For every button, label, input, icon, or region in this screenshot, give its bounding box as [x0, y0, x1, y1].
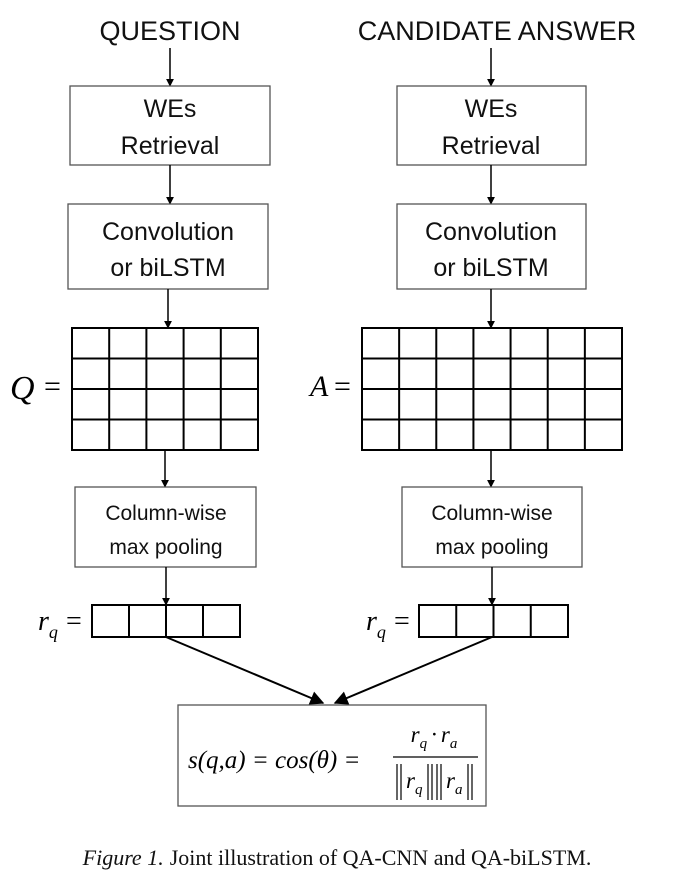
arrow-q-vector-to-score	[165, 636, 325, 705]
a-matrix-label: A	[308, 370, 329, 403]
arrow-a-vector-to-score	[333, 636, 493, 705]
q-pooling-line2: max pooling	[109, 536, 222, 559]
a-vector-label: rq	[366, 606, 386, 642]
a-matrix-equals: =	[334, 370, 351, 403]
formula-lhs: s(q,a) = cos(θ) =	[188, 747, 360, 774]
denominator-norm-q: rq	[406, 768, 423, 798]
q-matrix-grid	[71, 327, 259, 451]
q-vector-equals: =	[66, 606, 82, 637]
candidate-answer-header: CANDIDATE ANSWER	[358, 16, 637, 46]
similarity-formula-box: s(q,a) = cos(θ) = rq·ra rq ra	[177, 704, 487, 807]
q-encoder-line2: or biLSTM	[110, 254, 225, 282]
q-matrix-equals: =	[44, 370, 61, 403]
q-pooling-line1: Column-wise	[105, 502, 226, 525]
a-vector-cells	[418, 604, 569, 638]
q-retrieval-box: WEs Retrieval	[69, 85, 271, 166]
q-vector-cells	[91, 604, 241, 638]
q-matrix-label: Q	[10, 370, 35, 407]
figure-caption: Figure 1.Joint illustration of QA-CNN an…	[82, 845, 592, 870]
question-header: QUESTION	[99, 16, 240, 46]
a-retrieval-box: WEs Retrieval	[396, 85, 587, 166]
a-encoder-line1: Convolution	[425, 218, 557, 246]
a-pooling-box: Column-wise max pooling	[401, 486, 583, 568]
q-vector-label: rq	[38, 606, 58, 642]
question-branch: WEs Retrieval Convolution or biLSTM Q = …	[10, 48, 271, 642]
a-vector-equals: =	[394, 606, 410, 637]
formula-numerator: rq·ra	[411, 722, 458, 752]
q-pooling-box: Column-wise max pooling	[74, 486, 257, 568]
a-pooling-line2: max pooling	[435, 536, 548, 559]
a-encoder-line2: or biLSTM	[433, 254, 548, 282]
a-matrix-grid	[361, 327, 623, 451]
answer-branch: WEs Retrieval Convolution or biLSTM A = …	[308, 48, 623, 642]
caption-text: Joint illustration of QA-CNN and QA-biLS…	[170, 845, 592, 870]
q-encoder-box: Convolution or biLSTM	[67, 203, 269, 290]
formula-denominator: rq ra	[396, 764, 473, 800]
q-retrieval-line1: WEs	[144, 95, 197, 123]
a-pooling-line1: Column-wise	[431, 502, 552, 525]
denominator-norm-a: ra	[446, 768, 462, 798]
a-encoder-box: Convolution or biLSTM	[396, 203, 587, 290]
a-retrieval-line1: WEs	[465, 95, 518, 123]
a-retrieval-line2: Retrieval	[442, 132, 541, 160]
caption-label: Figure 1.	[82, 845, 164, 870]
q-encoder-line1: Convolution	[102, 218, 234, 246]
q-retrieval-line2: Retrieval	[121, 132, 220, 160]
